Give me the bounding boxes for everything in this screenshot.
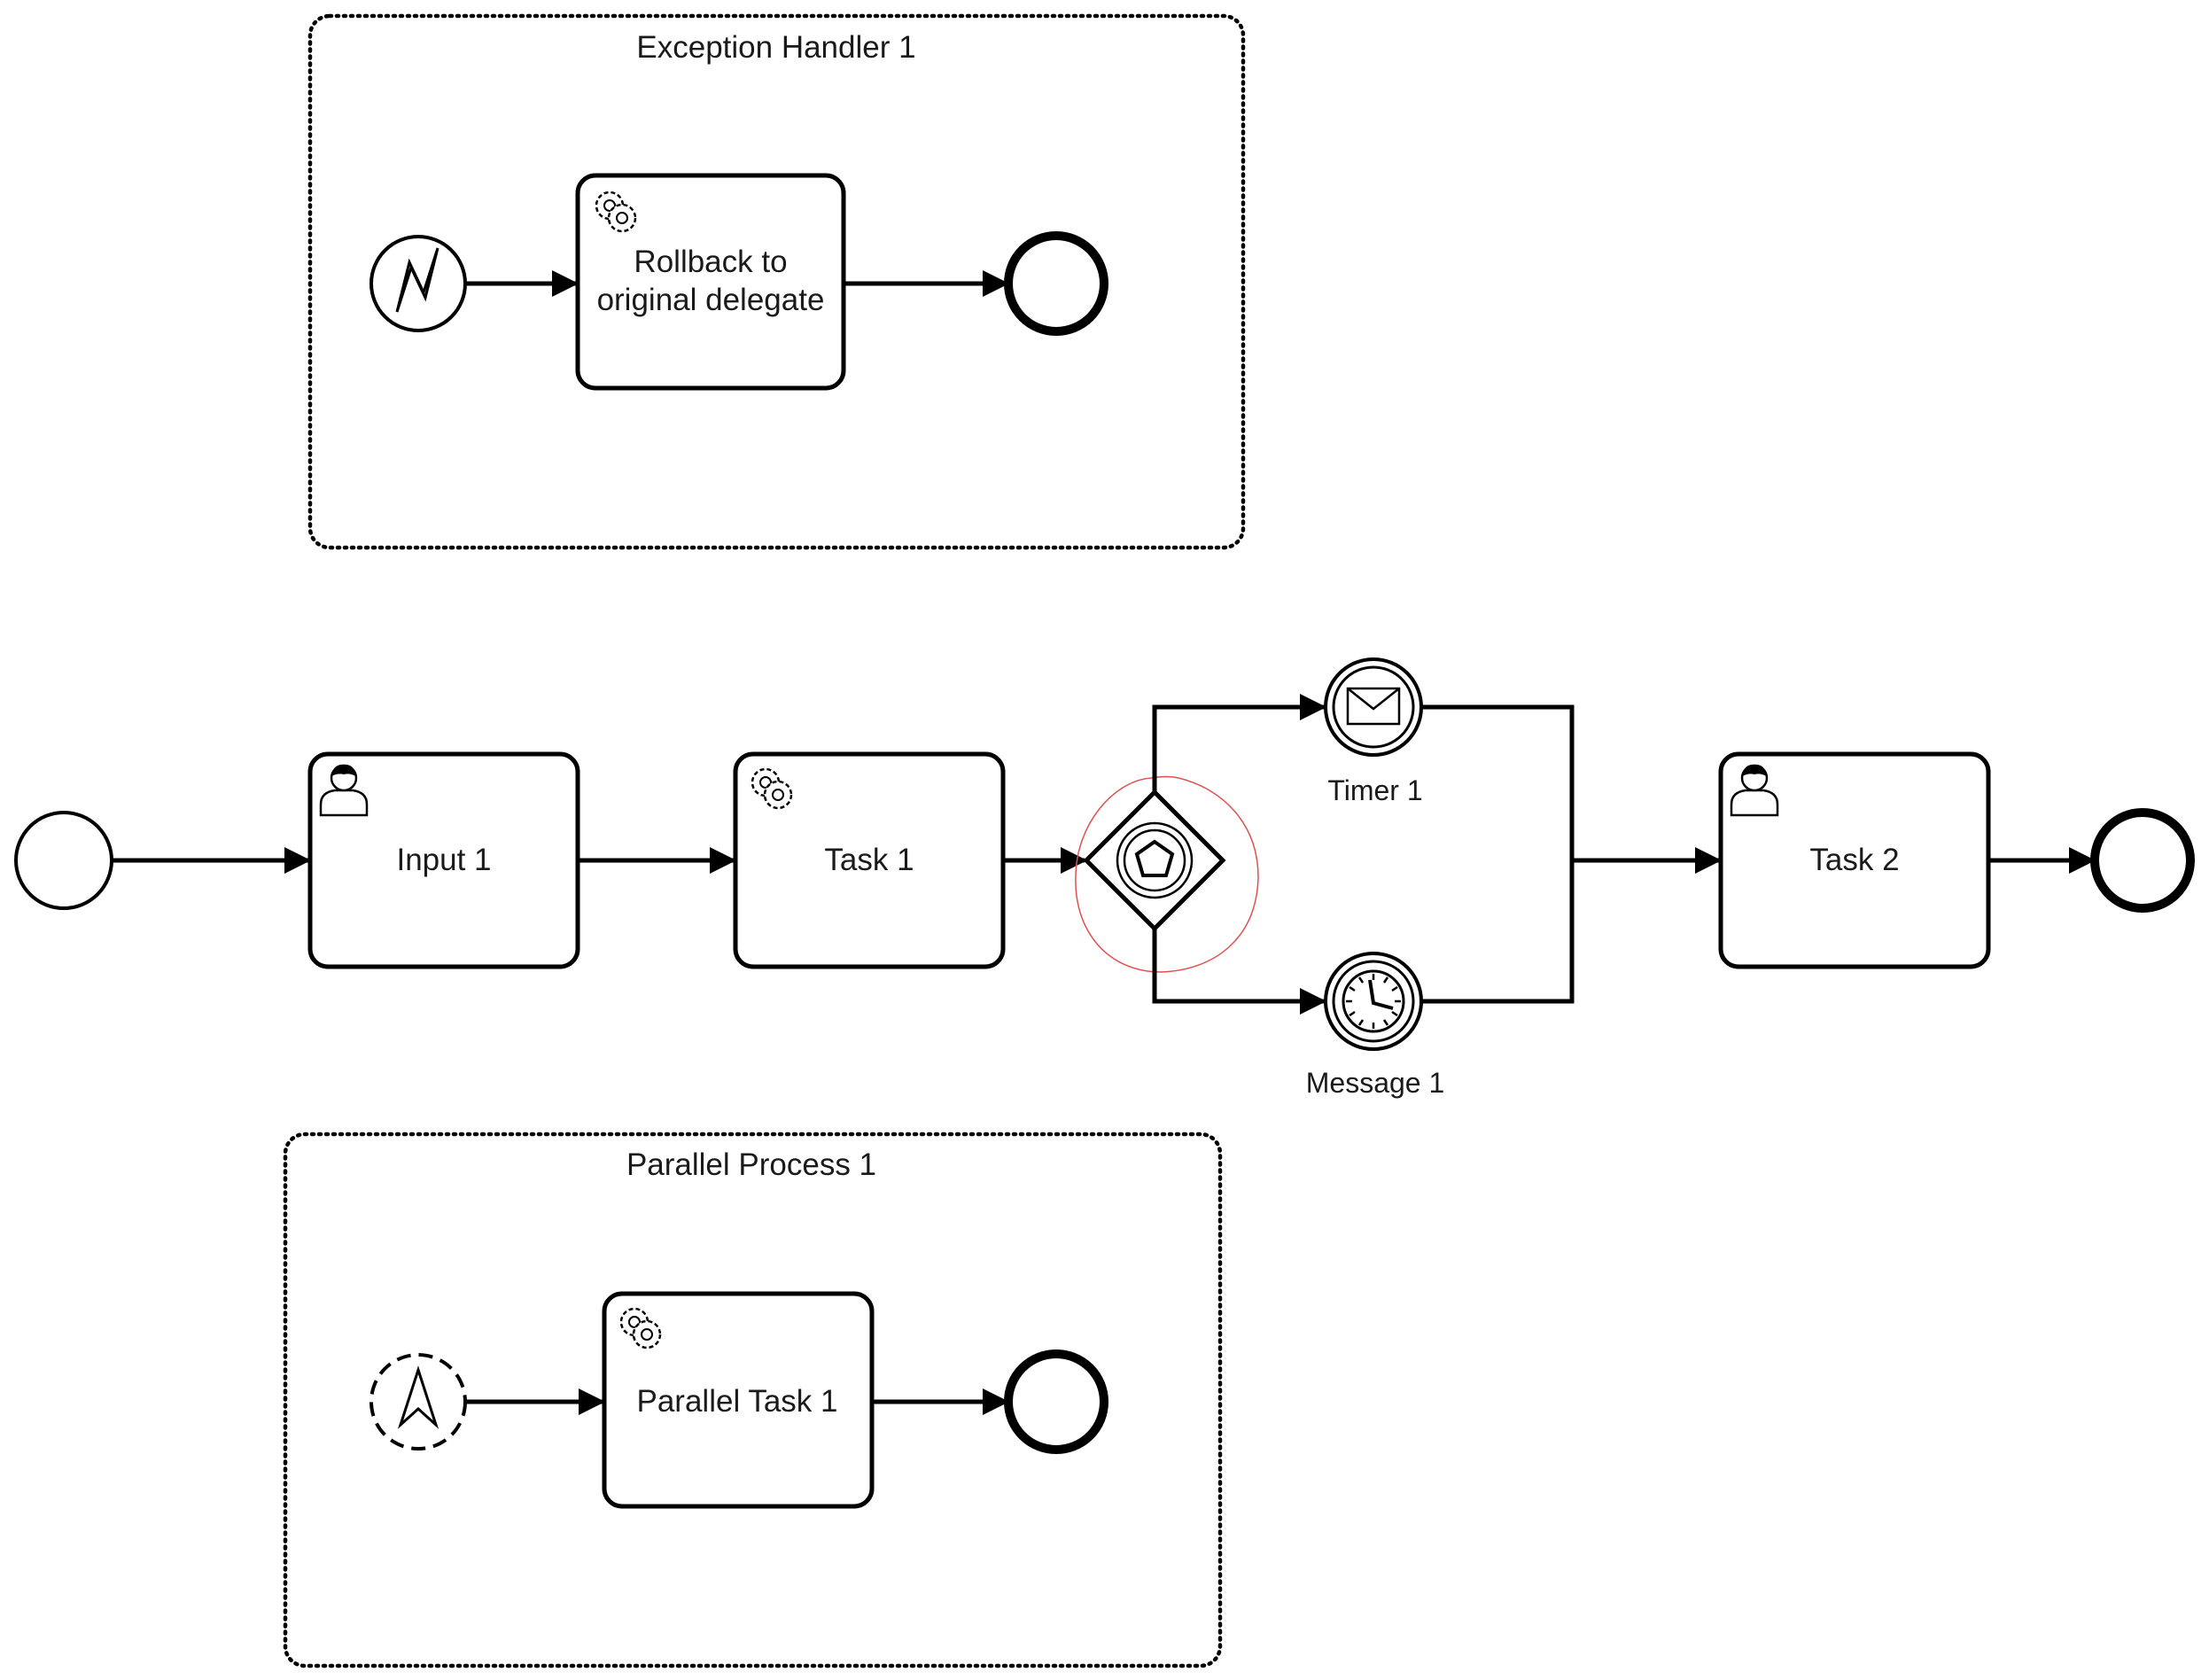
message1-event[interactable] bbox=[1324, 952, 1423, 1051]
task-label: Task 1 bbox=[824, 843, 914, 877]
input1-task[interactable]: Input 1 bbox=[307, 751, 580, 969]
user-icon bbox=[319, 764, 369, 817]
event-label: Timer 1 bbox=[1327, 774, 1422, 806]
end-event[interactable] bbox=[1004, 1349, 1108, 1454]
sequence-flow[interactable] bbox=[1152, 929, 1326, 1015]
user-icon bbox=[1730, 764, 1779, 817]
escalation-start-event[interactable] bbox=[369, 1353, 467, 1451]
event-based-gateway[interactable] bbox=[1083, 789, 1226, 932]
gear-icon bbox=[751, 767, 793, 810]
subprocess-title: Exception Handler 1 bbox=[636, 30, 915, 65]
task-label-line1: Rollback to bbox=[634, 245, 787, 279]
rollback-task[interactable]: Rollback to original delegate bbox=[575, 173, 846, 391]
task-label-line2: original delegate bbox=[597, 283, 825, 317]
parallel-task1-task[interactable]: Parallel Task 1 bbox=[602, 1291, 875, 1509]
start-event[interactable] bbox=[14, 811, 113, 910]
task1-task[interactable]: Task 1 bbox=[733, 751, 1006, 969]
lightning-icon bbox=[395, 247, 439, 313]
subprocess-border bbox=[307, 13, 1246, 550]
task-label: Parallel Task 1 bbox=[637, 1384, 838, 1419]
error-start-event[interactable] bbox=[369, 235, 467, 332]
sequence-flow[interactable] bbox=[1421, 704, 1575, 1004]
clock-icon bbox=[1342, 969, 1405, 1033]
event-label: Message 1 bbox=[1306, 1067, 1445, 1099]
task2-task[interactable]: Task 2 bbox=[1718, 751, 1991, 969]
subprocess-border bbox=[283, 1132, 1223, 1668]
annotation-circle bbox=[1075, 775, 1259, 973]
envelope-icon bbox=[1346, 687, 1401, 726]
task-label: Input 1 bbox=[396, 843, 491, 877]
gear-icon bbox=[595, 191, 637, 233]
sequence-flow[interactable] bbox=[1152, 694, 1326, 792]
arrowhead-icon bbox=[397, 1365, 439, 1429]
end-event[interactable] bbox=[2090, 808, 2195, 913]
task-label: Task 2 bbox=[1809, 843, 1899, 877]
exception-handler-subprocess[interactable]: Exception Handler 1 Rollback to original… bbox=[307, 13, 1246, 550]
subprocess-title: Parallel Process 1 bbox=[626, 1147, 876, 1182]
parallel-process-subprocess[interactable]: Parallel Process 1 Parallel Task 1 bbox=[283, 1132, 1223, 1668]
end-event[interactable] bbox=[1004, 231, 1108, 336]
timer1-event[interactable] bbox=[1324, 657, 1423, 757]
pentagon-icon bbox=[1134, 839, 1175, 877]
gear-icon bbox=[619, 1307, 662, 1349]
